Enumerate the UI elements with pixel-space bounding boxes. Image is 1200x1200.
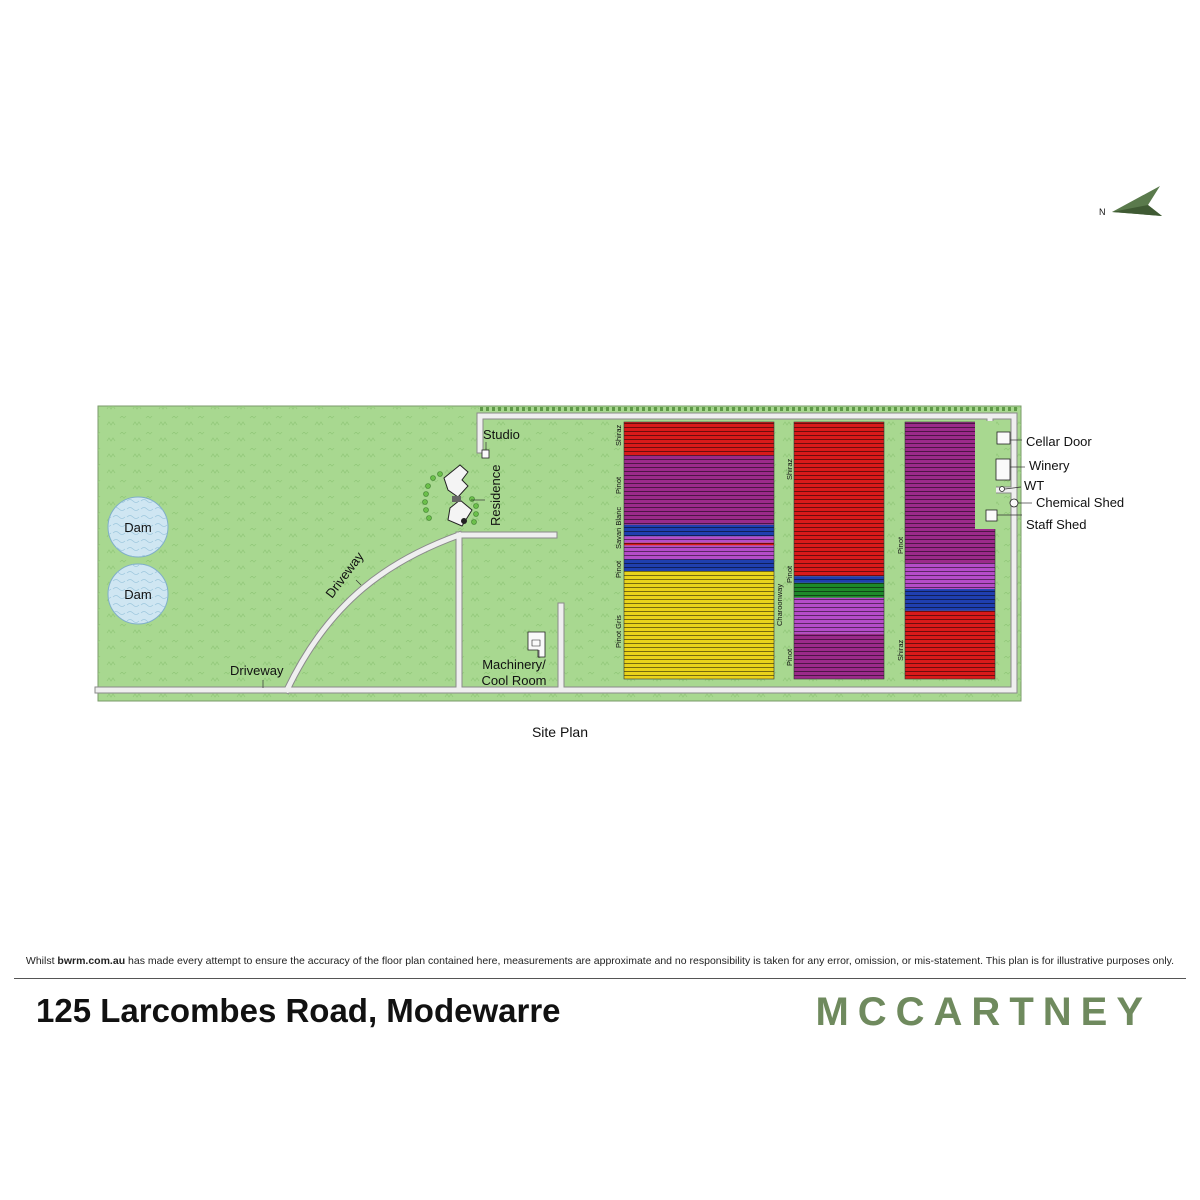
cellar-door-label: Cellar Door bbox=[1026, 434, 1092, 449]
wt-label: WT bbox=[1024, 478, 1044, 493]
block2-label-pinot-1: Pinot bbox=[785, 565, 794, 583]
block1-label-pinot-2: Pinot bbox=[614, 560, 623, 578]
machinery-shed bbox=[527, 631, 546, 658]
block3-label-pinot: Pinot bbox=[896, 536, 905, 554]
water-tank bbox=[999, 486, 1022, 492]
residence-building bbox=[422, 464, 485, 527]
dam-1 bbox=[107, 496, 169, 558]
block2-label-charoonway: Charoonway bbox=[775, 584, 784, 626]
machinery-label-1: Machinery/ bbox=[482, 657, 546, 672]
machinery-label-2: Cool Room bbox=[481, 673, 546, 688]
dam-label-2: Dam bbox=[124, 587, 151, 602]
property-address: 125 Larcombes Road, Modewarre bbox=[36, 992, 561, 1029]
cellar-door-building bbox=[996, 431, 1022, 445]
site-plan: N Dam Dam bbox=[94, 186, 1162, 702]
disclaimer-site: bwrm.com.au bbox=[57, 955, 126, 967]
north-arrow-icon: N bbox=[1099, 186, 1162, 217]
residence-label: Residence bbox=[488, 465, 503, 526]
block2-label-shiraz: Shiraz bbox=[785, 458, 794, 480]
brand-logo: MCCARTNEY bbox=[815, 990, 1152, 1034]
tracks bbox=[94, 412, 1018, 695]
vineyard-block-2 bbox=[793, 421, 885, 680]
block1-label-shiraz: Shiraz bbox=[614, 424, 623, 446]
disclaimer-prefix: Whilst bbox=[25, 955, 58, 967]
block2-label-pinot-2: Pinot bbox=[785, 648, 794, 666]
footer-divider bbox=[14, 978, 1186, 979]
vineyard-block-3 bbox=[904, 421, 996, 680]
staff-shed bbox=[985, 509, 1022, 522]
winery-label: Winery bbox=[1029, 458, 1070, 473]
studio-building bbox=[481, 442, 490, 459]
vine-rows-overlay bbox=[623, 421, 775, 680]
chemical-shed bbox=[1009, 498, 1032, 508]
disclaimer: Whilst bwrm.com.au has made every attemp… bbox=[0, 955, 1200, 967]
dam-label-1: Dam bbox=[124, 520, 151, 535]
chemical-shed-label: Chemical Shed bbox=[1036, 495, 1124, 510]
dam-2 bbox=[107, 563, 169, 625]
block1-label-pinot-1: Pinot bbox=[614, 476, 623, 494]
staff-shed-label: Staff Shed bbox=[1026, 517, 1086, 532]
block1-label-pinot-gris: Pinot Gris bbox=[614, 615, 623, 648]
studio-label: Studio bbox=[483, 427, 520, 442]
driveway-label-bottom: Driveway bbox=[230, 663, 284, 678]
disclaimer-rest: has made every attempt to ensure the acc… bbox=[125, 955, 1175, 967]
block3-label-shiraz: Shiraz bbox=[896, 639, 905, 661]
block3-notch bbox=[975, 421, 996, 529]
vine-rows-overlay bbox=[793, 421, 885, 680]
vineyard-block-1 bbox=[623, 421, 775, 680]
north-letter: N bbox=[1099, 207, 1106, 217]
block1-label-savan-blanc: Savan Blanc bbox=[614, 507, 623, 549]
site-plan-caption: Site Plan bbox=[531, 724, 589, 740]
winery-building bbox=[995, 458, 1025, 481]
